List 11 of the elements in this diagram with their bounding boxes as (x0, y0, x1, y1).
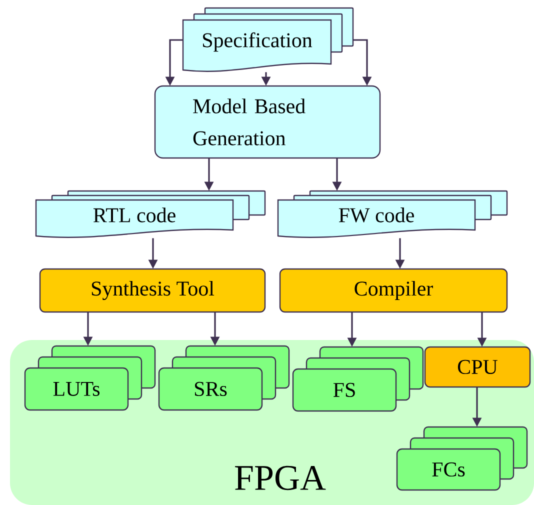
process-box: Model Based Generation (154, 85, 381, 159)
document-stack: FW code (277, 190, 508, 238)
process-box: FS (292, 346, 424, 412)
process-box: CPU (424, 346, 531, 388)
document-stack: Specification (182, 7, 354, 72)
process-box: LUTs (24, 345, 156, 411)
document-stack: RTL code (35, 190, 266, 238)
process-box: Compiler (279, 268, 508, 313)
process-box: SRs (158, 345, 290, 411)
process-box: Synthesis Tool (39, 268, 266, 313)
process-box: FCs (396, 426, 528, 491)
